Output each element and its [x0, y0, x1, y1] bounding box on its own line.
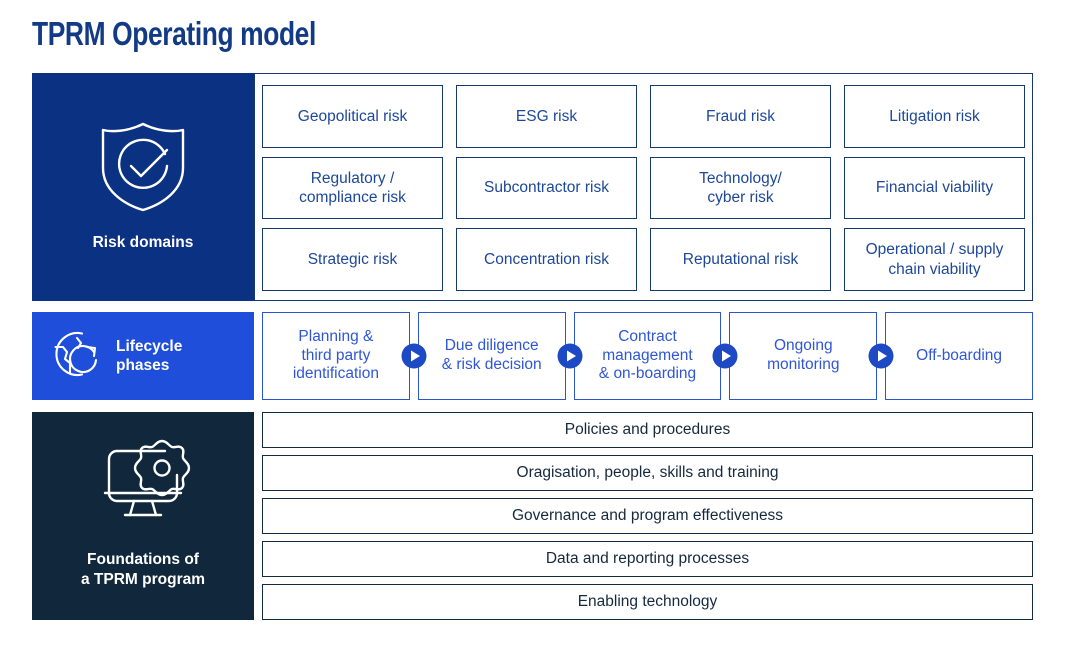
shield-check-icon	[97, 118, 189, 219]
phase-separator	[868, 312, 894, 400]
risk-tile[interactable]: Regulatory /compliance risk	[262, 156, 443, 220]
foundation-row[interactable]: Oragisation, people, skills and training	[262, 455, 1033, 491]
arrow-right-circle-icon	[401, 343, 427, 369]
risk-domains-grid: Geopolitical risk ESG risk Fraud risk Li…	[262, 85, 1025, 291]
risk-tile[interactable]: Financial viability	[844, 156, 1025, 220]
phase-separator	[401, 312, 427, 400]
risk-tile[interactable]: Geopolitical risk	[262, 85, 443, 148]
foundation-row[interactable]: Enabling technology	[262, 584, 1033, 620]
risk-domains-label: Risk domains	[92, 233, 194, 251]
phase-box[interactable]: Off-boarding	[885, 312, 1033, 400]
globe-refresh-icon	[48, 326, 104, 387]
risk-tile[interactable]: Litigation risk	[844, 85, 1025, 148]
arrow-right-circle-icon	[712, 343, 738, 369]
risk-tile[interactable]: ESG risk	[456, 85, 637, 148]
phase-box[interactable]: Due diligence& risk decision	[417, 312, 566, 400]
risk-tile[interactable]: Reputational risk	[650, 228, 831, 291]
risk-tile[interactable]: Technology/cyber risk	[650, 156, 831, 220]
foundation-row[interactable]: Governance and program effectiveness	[262, 498, 1033, 534]
risk-tile[interactable]: Concentration risk	[456, 228, 637, 291]
foundations-rows: Policies and procedures Oragisation, peo…	[262, 412, 1033, 620]
risk-domains-frame	[254, 73, 1033, 301]
foundation-row[interactable]: Data and reporting processes	[262, 541, 1033, 577]
arrow-right-circle-icon	[868, 343, 894, 369]
risk-domains-panel: Risk domains	[32, 73, 254, 301]
page-title: TPRM Operating model	[32, 15, 316, 52]
risk-tile[interactable]: Strategic risk	[262, 228, 443, 291]
phase-separator	[557, 312, 583, 400]
phase-separator	[712, 312, 738, 400]
risk-tile[interactable]: Fraud risk	[650, 85, 831, 148]
monitor-gear-icon	[87, 437, 199, 534]
risk-tile[interactable]: Subcontractor risk	[456, 156, 637, 220]
arrow-right-circle-icon	[557, 343, 583, 369]
foundation-row[interactable]: Policies and procedures	[262, 412, 1033, 448]
